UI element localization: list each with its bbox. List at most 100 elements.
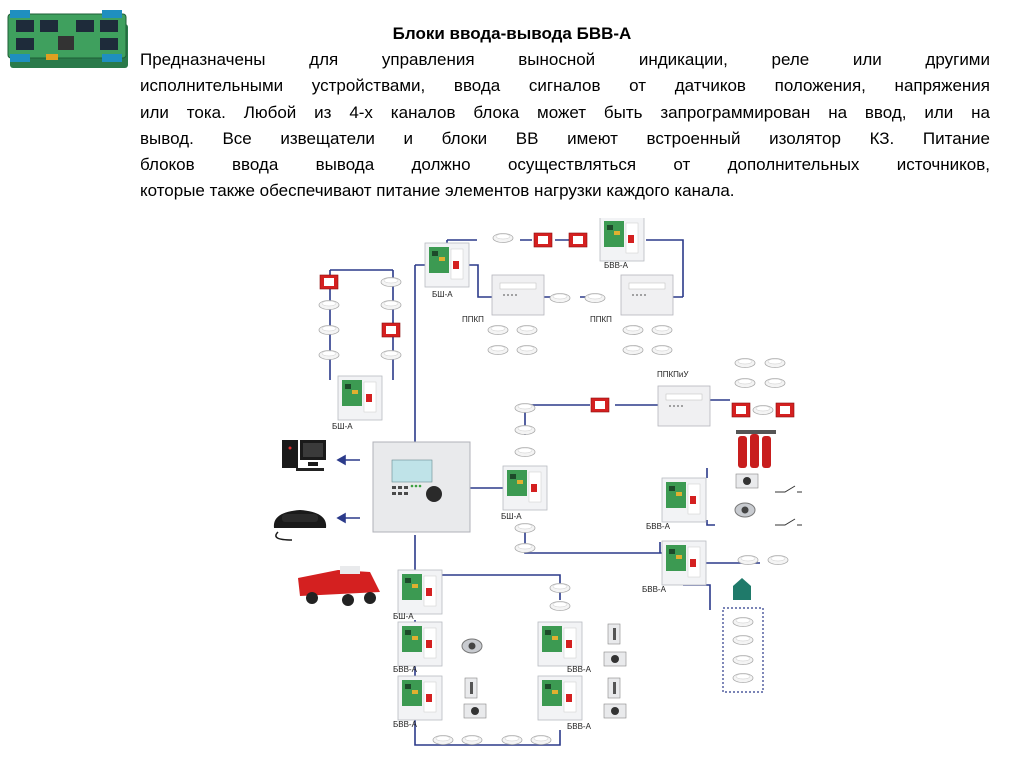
smoke-detector-icon — [732, 655, 754, 665]
bvv-br-label-1: БВВ-А — [567, 665, 592, 674]
bsh-left-label: БШ-А — [332, 422, 353, 431]
ppkp-label-2: ППКП — [590, 315, 612, 324]
bsh-top-label: БШ-А — [432, 290, 453, 299]
bvv-right-label-1: БВВ-А — [646, 522, 671, 531]
smoke-detector-icon — [584, 293, 606, 303]
ppkp-panel-icon — [491, 274, 545, 316]
smoke-detector-icon — [318, 325, 340, 335]
smoke-detector-icon — [432, 735, 454, 745]
description-paragraph: Предназначены для управления выносной ин… — [140, 47, 990, 205]
smoke-detector-icon — [734, 358, 756, 368]
smoke-detector-icon — [514, 425, 536, 435]
smoke-detector-icon — [492, 233, 514, 243]
smoke-detector-icon — [318, 300, 340, 310]
paragraph-line: вывод. Все извещатели и блоки ВВ имеют в… — [140, 128, 990, 148]
bvv-module-icon — [599, 218, 645, 262]
smoke-detector-icon — [318, 350, 340, 360]
smoke-detector-icon — [514, 447, 536, 457]
smoke-detector-icon — [514, 543, 536, 553]
gas-cylinders-icon — [736, 430, 776, 468]
bvv-module-icon — [537, 675, 583, 721]
bvv-module-icon — [661, 540, 707, 586]
manual-call-point-icon — [775, 402, 795, 418]
smoke-detector-icon — [732, 673, 754, 683]
smoke-detector-icon — [516, 325, 538, 335]
manual-call-point-icon — [533, 232, 553, 248]
smoke-detector-icon — [514, 523, 536, 533]
smoke-detector-icon — [501, 735, 523, 745]
computer-icon — [282, 440, 326, 471]
paragraph-line: которые также обеспечивают питание элеме… — [140, 181, 735, 201]
bsh-bottom-label: БШ-А — [393, 612, 414, 621]
bvv-module-icon — [537, 621, 583, 667]
paragraph-line: или тока. Любой из 4-х каналов блока мож… — [140, 102, 990, 122]
siren-icon — [461, 638, 483, 654]
smoke-detector-icon — [764, 358, 786, 368]
door-sensor-icon — [464, 677, 478, 699]
smoke-detector-icon — [622, 345, 644, 355]
smoke-detector-icon — [461, 735, 483, 745]
door-sensor-icon — [607, 623, 621, 645]
smoke-detector-icon — [651, 325, 673, 335]
bvv-bl-label-1: БВВ-А — [393, 665, 418, 674]
siren-icon — [734, 502, 756, 518]
smoke-detector-icon — [380, 277, 402, 287]
smoke-detector-icon — [514, 403, 536, 413]
central-control-panel — [372, 441, 471, 533]
smoke-detector-icon — [549, 583, 571, 593]
smoke-detector-icon — [487, 345, 509, 355]
bvv-module-icon — [397, 621, 443, 667]
smoke-detector-icon — [737, 555, 759, 565]
bsh-module-icon — [424, 242, 470, 288]
siren-icon — [603, 651, 627, 667]
smoke-detector-icon — [516, 345, 538, 355]
paragraph-line: блоков ввода вывода должно осуществлятьс… — [140, 155, 990, 175]
telephone-icon — [273, 510, 327, 541]
bvv-bl-label-2: БВВ-А — [393, 720, 418, 729]
smoke-detector-icon — [549, 601, 571, 611]
siren-icon — [463, 703, 487, 719]
smoke-detector-icon — [752, 405, 774, 415]
module-icon — [733, 578, 751, 600]
manual-call-point-icon — [381, 322, 401, 338]
fire-truck-icon — [298, 566, 380, 606]
smoke-detector-icon — [764, 378, 786, 388]
bvv-top-label: БВВ-А — [604, 261, 629, 270]
paragraph-line: исполнительными устройствами, ввода сигн… — [140, 76, 990, 96]
smoke-detector-icon — [530, 735, 552, 745]
siren-icon — [735, 473, 759, 489]
output-arrows — [336, 454, 360, 524]
bvv-br-label-2: БВВ-А — [567, 722, 592, 731]
ppkp-label-1: ППКП — [462, 315, 484, 324]
manual-call-point-icon — [590, 397, 610, 413]
ppkpiu-label: ППКПиУ — [657, 370, 689, 379]
page-title: Блоки ввода-вывода БВВ-А — [392, 24, 632, 43]
smoke-detector-icon — [767, 555, 789, 565]
manual-call-point-icon — [731, 402, 751, 418]
smoke-detector-icon — [734, 378, 756, 388]
system-diagram: БШ-А БВВ-А ППКП ППКП БШ-А — [273, 218, 802, 746]
smoke-detector-icon — [622, 325, 644, 335]
bsh-module-icon — [502, 465, 548, 511]
smoke-detector-icon — [549, 293, 571, 303]
pcb-board-icon — [7, 10, 128, 68]
smoke-detector-icon — [487, 325, 509, 335]
bvv-module-icon — [397, 675, 443, 721]
bsh-module-icon — [397, 569, 443, 615]
ppkpiu-panel-icon — [657, 385, 711, 427]
smoke-detector-icon — [732, 635, 754, 645]
ppkp-panel-icon — [620, 274, 674, 316]
detector-group-frame — [722, 607, 764, 693]
door-sensor-icon — [607, 677, 621, 699]
siren-icon — [603, 703, 627, 719]
manual-call-point-icon — [319, 274, 339, 290]
smoke-detector-icon — [732, 617, 754, 627]
bvv-module-icon — [661, 477, 707, 523]
switch-icon — [775, 485, 802, 526]
bvv-right-label-2: БВВ-А — [642, 585, 667, 594]
smoke-detector-icon — [651, 345, 673, 355]
manual-call-point-icon — [568, 232, 588, 248]
smoke-detector-icon — [380, 300, 402, 310]
paragraph-line: Предназначены для управления выносной ин… — [140, 50, 990, 69]
bsh-module-icon — [337, 375, 383, 421]
